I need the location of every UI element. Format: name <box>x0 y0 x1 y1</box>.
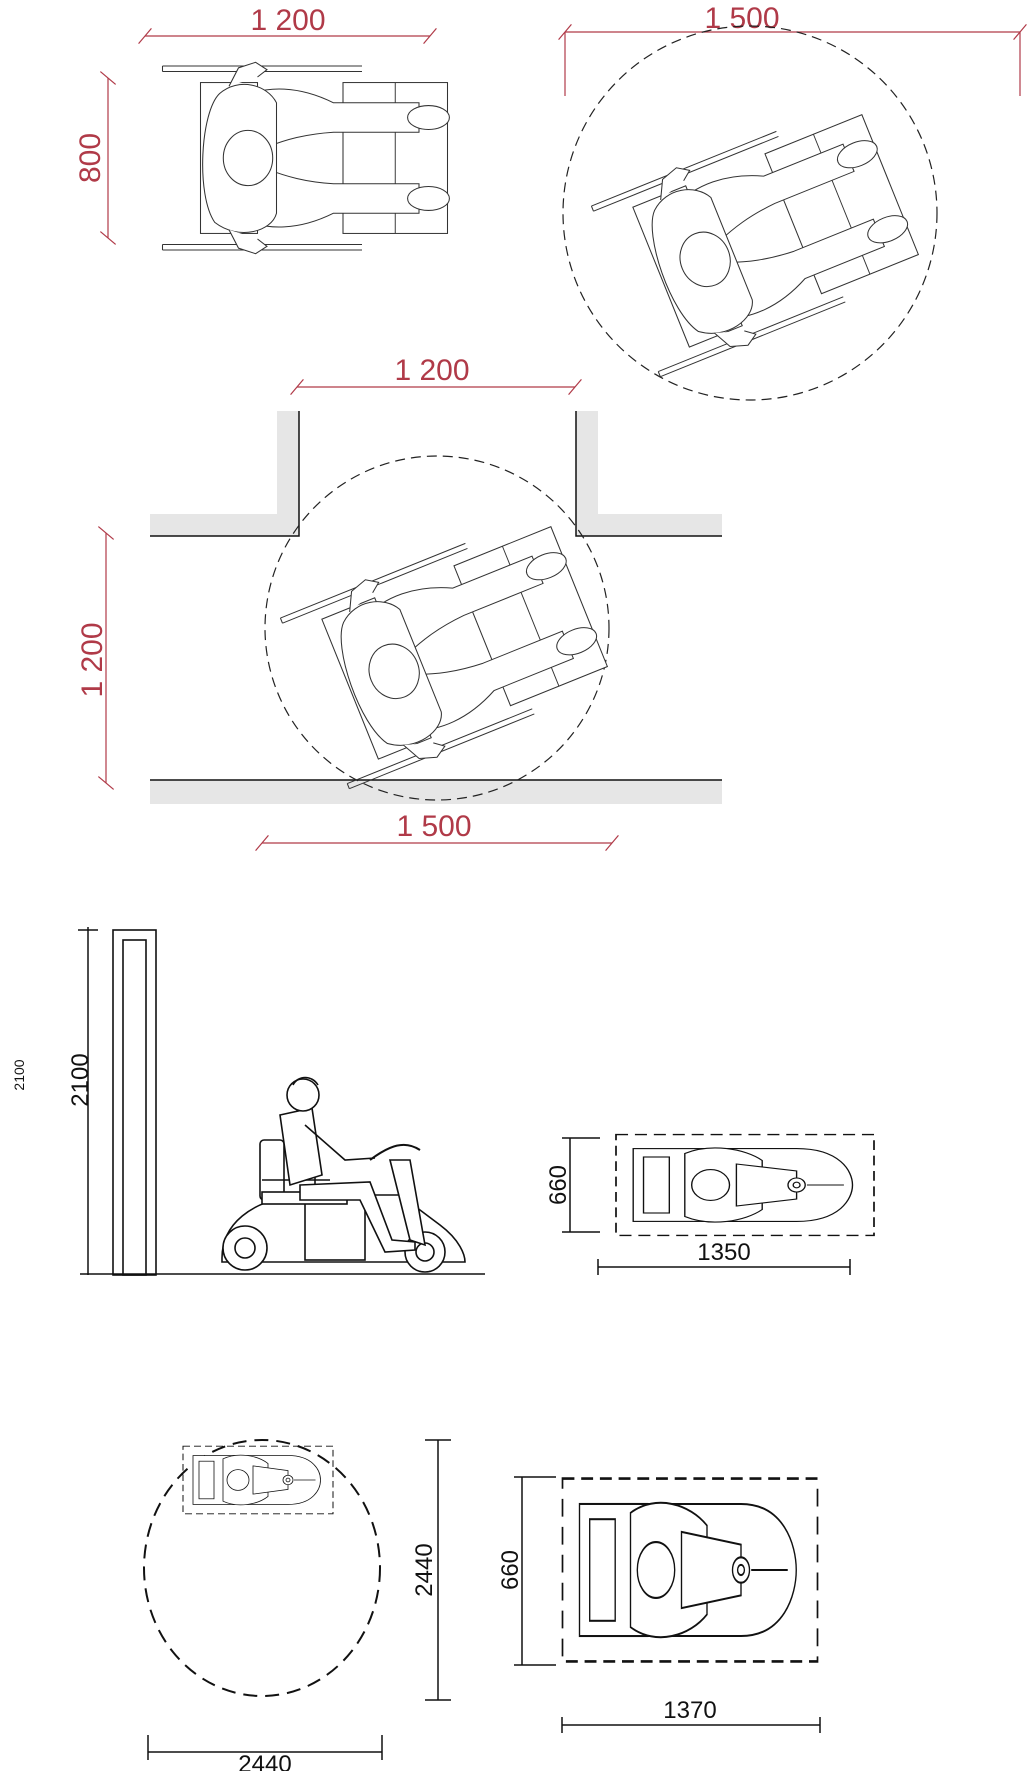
wheelchair-plan-figure-1 <box>161 61 450 255</box>
scooter-plan-figure-2 <box>561 1477 819 1663</box>
scooter-plan-figure-small <box>182 1445 334 1515</box>
wheelchair-plan-figure-3 <box>278 506 618 793</box>
scooter-elevation-group: 2100 <box>67 927 485 1276</box>
scooter-plan-length-label: 1350 <box>697 1239 750 1266</box>
scooter-height-label: 2100 <box>67 1053 94 1106</box>
wall-shade-left-vertical <box>277 411 299 514</box>
wall-shade-bottom <box>150 780 722 804</box>
turning-circle-outline <box>562 25 938 401</box>
dimension-top-left-height: 800 <box>74 133 107 183</box>
scooter-turning-circle <box>143 1439 381 1697</box>
dimension-middle-opening-width: 1 200 <box>394 354 469 387</box>
wall-right <box>575 411 722 537</box>
side-label-2100: 2100 <box>11 1059 27 1090</box>
scooter-turning-circle-group: 2440 2440 <box>143 1439 451 1771</box>
wheelchair-footprint-group: 1 200 800 <box>74 4 450 255</box>
wall-shade-right-horizontal <box>576 514 722 536</box>
door-frame-inner <box>122 939 147 1276</box>
scooter-plan-group-1: 660 1350 <box>545 1133 875 1275</box>
scooter-plan-figure-1 <box>615 1133 875 1237</box>
wall-shade-right-vertical <box>576 411 598 514</box>
wheelchair-plan-figure-2 <box>589 94 929 381</box>
scooter-plan-group-2: 660 1370 <box>497 1476 821 1733</box>
scooter-plan-width-label: 660 <box>545 1165 572 1205</box>
dimension-top-left-width: 1 200 <box>250 4 325 37</box>
corridor-turning-circle <box>264 455 610 801</box>
dimension-top-right-width: 1 500 <box>704 2 779 35</box>
circle-width-label: 2440 <box>238 1751 291 1771</box>
turning-circle-group: 1 500 <box>558 2 1027 401</box>
scooter-side-figure <box>221 1076 466 1273</box>
circle-height-label: 2440 <box>411 1543 438 1596</box>
dimension-middle-turning-width: 1 500 <box>396 810 471 843</box>
scooter-plan2-width-label: 660 <box>497 1550 524 1590</box>
wall-left <box>150 411 300 537</box>
dimension-middle-depth: 1 200 <box>76 622 109 697</box>
scooter-plan2-length-label: 1370 <box>663 1697 716 1724</box>
wall-shade-left-horizontal <box>150 514 299 536</box>
corridor-turning-group: 1 200 1 200 1 500 <box>76 354 722 852</box>
